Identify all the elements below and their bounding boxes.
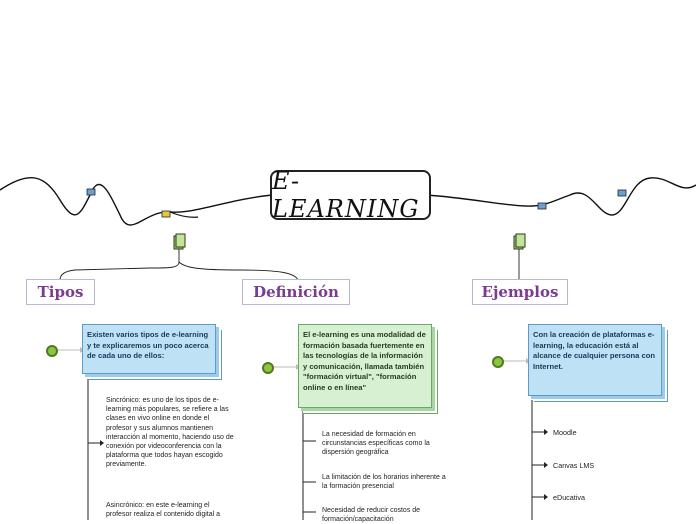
ejemplos-description-box[interactable]: Con la creación de plataformas e-learnin… — [528, 324, 662, 396]
left-wavy-line — [0, 176, 273, 226]
ejemplos-item-moodle[interactable]: Moodle — [553, 428, 577, 437]
central-topic[interactable]: E-LEARNING — [270, 167, 431, 223]
marker-dot — [492, 356, 504, 368]
branch-title-ejemplos[interactable]: Ejemplos — [472, 279, 568, 305]
marker-dot — [46, 345, 58, 357]
definicion-description-box[interactable]: El e-learning es una modalidad de formac… — [298, 324, 432, 408]
branch-title-tipos[interactable]: Tipos — [26, 279, 95, 305]
note-icon — [617, 189, 627, 197]
definicion-item-horarios[interactable]: La limitación de los horarios inherente … — [322, 474, 446, 491]
ejemplos-item-canvas[interactable]: Canvas LMS — [553, 461, 595, 470]
note-icon — [86, 188, 96, 196]
note-icon — [537, 202, 547, 210]
tipos-description-box[interactable]: Existen varios tipos de e-learning y te … — [82, 324, 216, 374]
tipos-item-sincronico[interactable]: Sincrónico: es uno de los tipos de e-lea… — [106, 397, 234, 469]
ejemplos-item-educativa[interactable]: eDucativa — [553, 493, 585, 502]
marker-dot — [262, 362, 274, 374]
tipos-item-asincronico[interactable]: Asincrónico: en este e-learning el profe… — [106, 502, 221, 519]
note-icon — [161, 210, 171, 218]
definicion-item-costos[interactable]: Necesidad de reducir costos de formación… — [322, 507, 421, 524]
document-icon — [173, 233, 186, 250]
document-icon — [513, 233, 526, 250]
branch-title-definicion[interactable]: Definición — [242, 279, 350, 305]
left-lower-line — [169, 211, 199, 218]
right-wavy-line — [425, 177, 696, 216]
definicion-item-dispersion[interactable]: La necesidad de formación en circunstanc… — [322, 431, 430, 457]
